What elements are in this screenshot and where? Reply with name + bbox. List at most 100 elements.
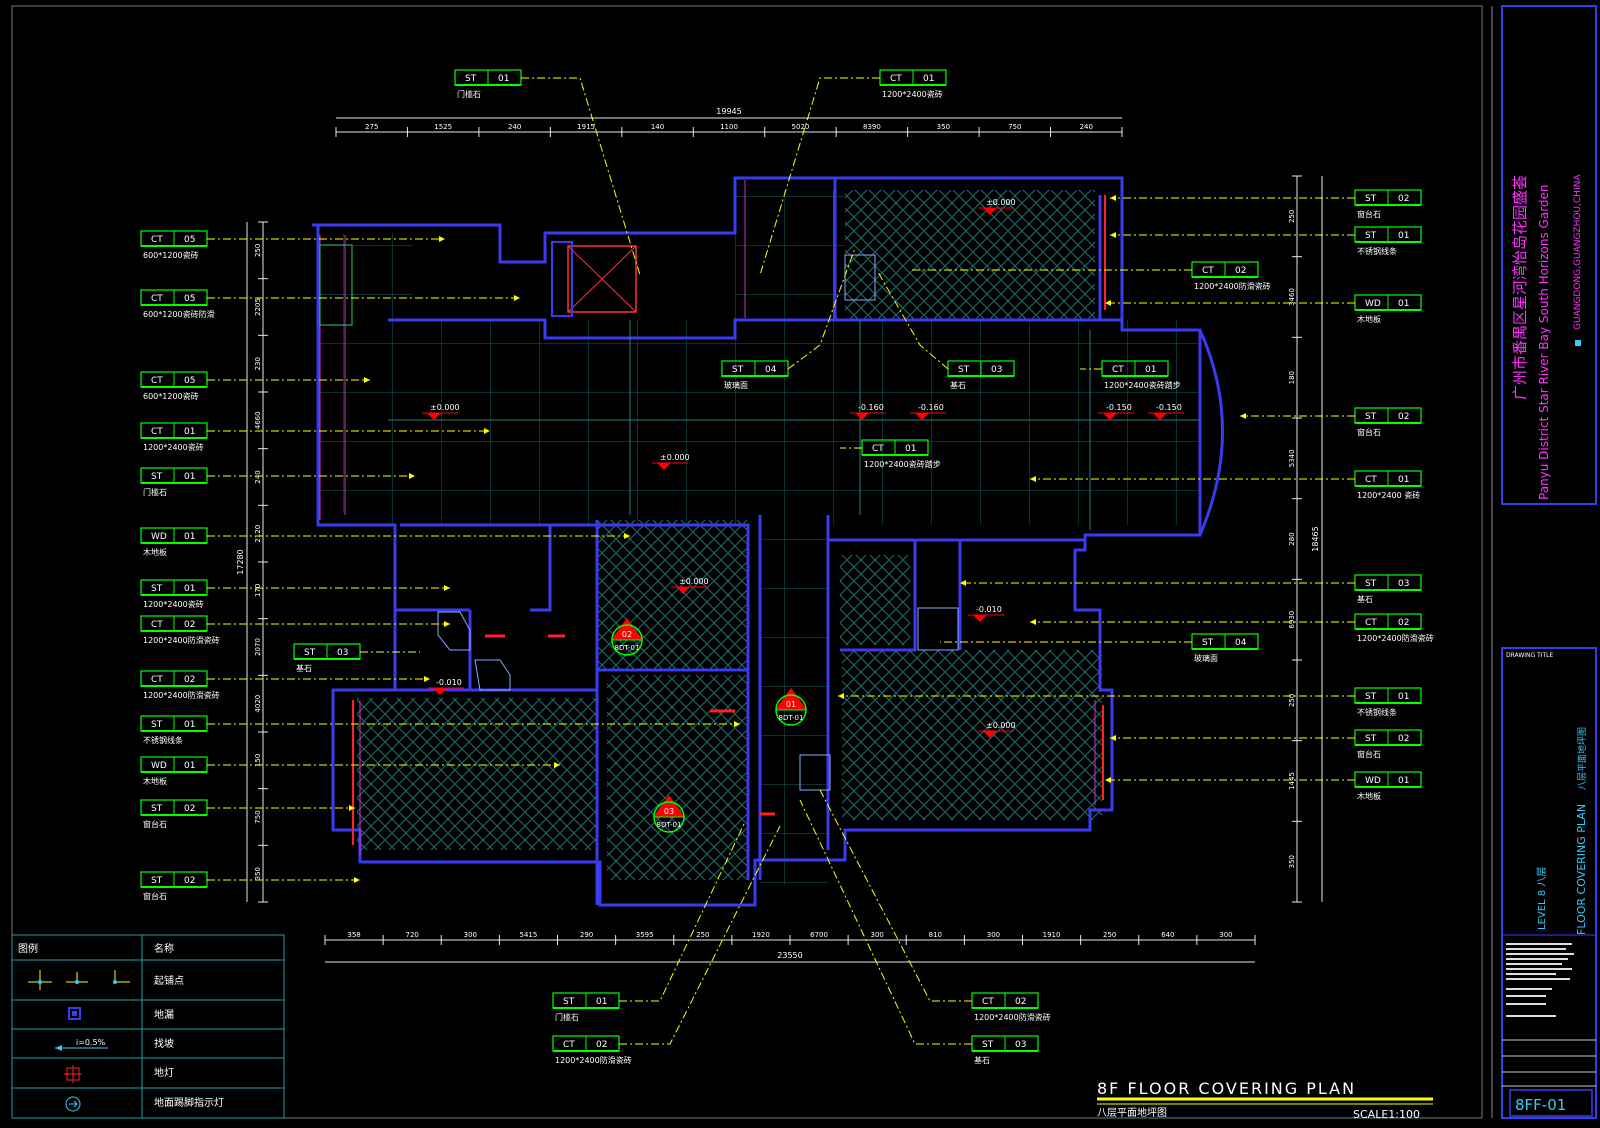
title-block: 广州市番禺区星河湾怡岛花园盛荟 Panyu District Star Rive… [1491, 5, 1597, 1119]
level-markers: ±0.000±0.000±0.000±0.000±0.000-0.160-0.1… [422, 198, 1184, 738]
tag-code: WD [151, 532, 167, 542]
tag-num: 01 [1398, 299, 1409, 309]
drawing-title-label: DRAWING TITLE [1506, 652, 1554, 659]
tag-code: ST [465, 74, 477, 84]
dim-bottom-11: 300 [987, 931, 1000, 939]
section-arrow [775, 688, 807, 710]
dim-bottom-total: 23550 [777, 951, 802, 960]
tag-num: 02 [1398, 734, 1409, 744]
section-num: 03 [664, 807, 674, 816]
level-triangle [427, 413, 441, 420]
dim-right-3: 5340 [1288, 449, 1296, 467]
tag-label-i6: 玻璃面 [1194, 653, 1218, 663]
level-label: ±0.000 [430, 403, 460, 412]
tag-label-b0: 门槛石 [555, 1012, 579, 1022]
tag-code: ST [1365, 194, 1377, 204]
tag-label-l1: 600*1200瓷砖防滑 [143, 309, 215, 319]
tag-code: CT [151, 427, 163, 437]
section-ref: 8DT-01 [615, 644, 640, 652]
level-label: -0.010 [436, 678, 462, 687]
dim-left-2: 230 [254, 357, 262, 370]
tag-code: WD [151, 761, 167, 771]
level-label: -0.150 [1106, 403, 1132, 412]
notes-block [1506, 943, 1574, 1017]
dim-right-0: 250 [1288, 210, 1296, 223]
level-triangle [676, 587, 690, 594]
tag-label-l6: 1200*2400瓷砖 [143, 599, 204, 609]
dim-right-7: 1445 [1288, 772, 1296, 790]
living-area-tiles [388, 320, 1200, 525]
level-label: -0.160 [858, 403, 884, 412]
tag-label-l5: 木地板 [143, 547, 167, 557]
tag-code: ST [151, 720, 163, 730]
section-num: 02 [622, 630, 632, 639]
legend-header-symbol: 图例 [18, 942, 38, 955]
tag-label-l3: 1200*2400瓷砖 [143, 442, 204, 452]
tag-code: WD [1365, 299, 1381, 309]
dim-left-6: 170 [254, 584, 262, 597]
dim-top-1: 1525 [434, 123, 452, 131]
tag-num: 02 [596, 1040, 607, 1050]
slope-icon: i=0.5% [55, 1038, 108, 1051]
dim-left-7: 2070 [254, 638, 262, 656]
tag-num: 03 [991, 365, 1002, 375]
leader-line [819, 789, 972, 1002]
plan-title-block: 8F FLOOR COVERING PLAN 八层平面地坪图 SCALE1:10… [1097, 1079, 1433, 1121]
legend-name-slope: 找坡 [154, 1037, 174, 1050]
dim-right-1: 3460 [1288, 288, 1296, 306]
tag-label-r9: 木地板 [1357, 791, 1381, 801]
dim-bottom-1: 720 [406, 931, 419, 939]
tag-code: CT [151, 235, 163, 245]
tag-label-r6: 1200*2400防滑瓷砖 [1357, 633, 1434, 643]
dim-left-5: 2120 [254, 525, 262, 543]
bedroom-sw-floor [357, 698, 597, 850]
sheet-title-en: FLOOR COVERING PLAN [1575, 804, 1588, 935]
tag-label-r7: 不锈钢线条 [1357, 707, 1397, 717]
tag-label-r5: 基石 [1357, 594, 1373, 604]
tag-label-i5: 基石 [296, 663, 312, 673]
dim-right-4: 280 [1288, 532, 1296, 545]
tag-num: 01 [1398, 776, 1409, 786]
dim-bottom-12: 1910 [1043, 931, 1061, 939]
tag-num: 05 [184, 235, 195, 245]
dim-top-9: 750 [1008, 123, 1021, 131]
dim-bottom-5: 3595 [636, 931, 654, 939]
tag-num: 05 [184, 376, 195, 386]
dim-left-total: 17280 [236, 549, 245, 574]
tag-label-b2: 1200*2400防滑瓷砖 [974, 1012, 1051, 1022]
dim-right-5: 6930 [1288, 611, 1296, 629]
level-triangle [1153, 413, 1167, 420]
tag-code: ST [732, 365, 744, 375]
level-triangle [973, 615, 987, 622]
tag-label-r1: 不锈钢线条 [1357, 246, 1397, 256]
dim-top-8: 350 [937, 123, 950, 131]
tag-num: 01 [1145, 365, 1156, 375]
tag-num: 02 [1015, 997, 1026, 1007]
dim-bottom-0: 358 [347, 931, 360, 939]
dim-left-10: 750 [254, 810, 262, 823]
tag-label-l7: 1200*2400防滑瓷砖 [143, 635, 220, 645]
tag-num: 01 [184, 720, 195, 730]
leader-line [759, 77, 880, 276]
tag-num: 02 [1398, 194, 1409, 204]
dim-bottom-14: 640 [1161, 931, 1174, 939]
slope-label: i=0.5% [76, 1038, 106, 1047]
bedroom-ne-floor [845, 190, 1095, 320]
level-label: LEVEL 8 八层 [1536, 867, 1548, 930]
tag-label-i1: 1200*2400瓷砖踏步 [1104, 380, 1181, 390]
tag-code: CT [872, 444, 884, 454]
project-name-cn: 广州市番禺区星河湾怡岛花园盛荟 [1511, 175, 1529, 400]
tag-num: 01 [184, 472, 195, 482]
tag-num: 01 [498, 74, 509, 84]
tag-num: 02 [1235, 266, 1246, 276]
level-triangle [983, 208, 997, 215]
dim-left-0: 250 [254, 244, 262, 257]
tag-code: CT [1365, 618, 1377, 628]
level-label: -0.160 [918, 403, 944, 412]
tag-label-r4: 1200*2400 瓷砖 [1357, 490, 1420, 500]
tag-num: 01 [1398, 231, 1409, 241]
tag-num: 02 [184, 804, 195, 814]
legend-name-indicator: 地面踢脚指示灯 [154, 1096, 224, 1109]
leader-line [521, 77, 641, 276]
